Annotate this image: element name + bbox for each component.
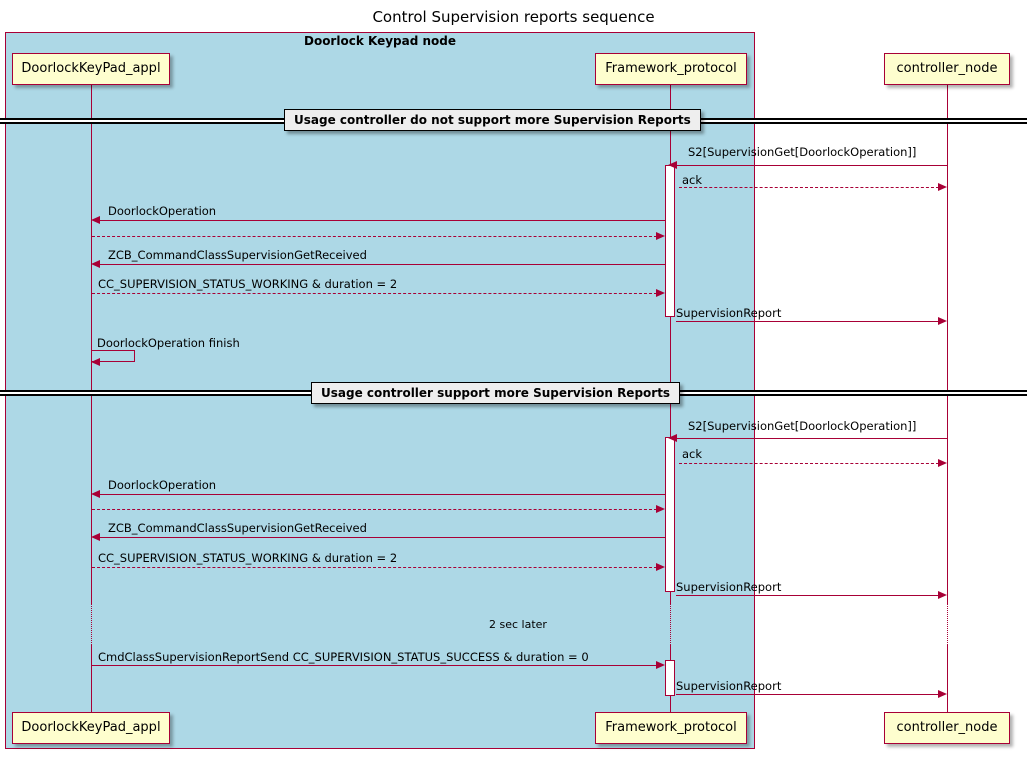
participant-framework-protocol-bottom[interactable]: Framework_protocol <box>595 712 747 744</box>
arrow-head-m13 <box>91 533 100 541</box>
self-message-loop-m8 <box>91 350 135 362</box>
divider-label-2: Usage controller support more Supervisio… <box>311 382 681 404</box>
lifeline-appl-delay <box>91 603 92 645</box>
arrow-head-m6 <box>656 289 665 297</box>
lifeline-ctrl-delay <box>947 603 948 645</box>
message-label-m13: ZCB_CommandClassSupervisionGetReceived <box>108 521 367 535</box>
activation-bar-fw-2 <box>665 437 675 592</box>
message-label-m7: SupervisionReport <box>676 306 782 320</box>
message-label-m9: S2[SupervisionGet[DoorlockOperation]] <box>688 419 917 433</box>
message-line-m4 <box>92 236 657 237</box>
lifeline-ctrl <box>947 85 948 603</box>
lifeline-appl <box>91 85 92 603</box>
arrow-head-m3 <box>91 216 100 224</box>
message-label-m2: ack <box>682 173 703 187</box>
message-line-m6 <box>92 293 657 294</box>
message-line-m17 <box>676 694 939 695</box>
message-label-m6: CC_SUPERVISION_STATUS_WORKING & duration… <box>98 277 398 291</box>
message-line-m5 <box>98 264 665 265</box>
lifeline-ctrl-lower <box>947 645 948 712</box>
arrow-head-m4 <box>656 232 665 240</box>
lifeline-fw <box>670 85 671 603</box>
message-line-m14 <box>92 567 657 568</box>
participant-framework-protocol-top[interactable]: Framework_protocol <box>595 53 747 85</box>
participant-controller-node-bottom[interactable]: controller_node <box>884 712 1010 744</box>
arrow-head-m9 <box>668 434 677 442</box>
message-line-m1 <box>675 165 947 166</box>
message-line-m3 <box>98 220 665 221</box>
arrow-head-m7 <box>938 317 947 325</box>
message-line-m12 <box>92 509 657 510</box>
message-line-m2 <box>679 187 939 188</box>
arrow-head-m2 <box>938 183 947 191</box>
message-label-m10: ack <box>682 447 703 461</box>
participant-doorlockkeypad-appl-bottom[interactable]: DoorlockKeyPad_appl <box>12 712 170 744</box>
message-line-m9 <box>675 438 947 439</box>
message-label-m1: S2[SupervisionGet[DoorlockOperation]] <box>688 145 917 159</box>
lifeline-appl-lower <box>91 645 92 712</box>
arrow-head-m1 <box>668 161 677 169</box>
message-line-m15 <box>676 595 939 596</box>
message-label-m16: CmdClassSupervisionReportSend CC_SUPERVI… <box>98 650 589 664</box>
activation-bar-fw-3 <box>665 660 675 696</box>
message-label-m15: SupervisionReport <box>676 580 782 594</box>
message-label-m11: DoorlockOperation <box>108 478 217 492</box>
activation-bar-fw-1 <box>665 165 675 317</box>
message-label-m8: DoorlockOperation finish <box>97 336 240 350</box>
arrow-head-m11 <box>91 490 100 498</box>
message-label-m14: CC_SUPERVISION_STATUS_WORKING & duration… <box>98 551 398 565</box>
arrow-head-m5 <box>91 260 100 268</box>
message-line-m11 <box>98 494 665 495</box>
delay-label: 2 sec later <box>489 618 547 631</box>
participant-controller-node-top[interactable]: controller_node <box>884 53 1010 85</box>
participant-doorlockkeypad-appl-top[interactable]: DoorlockKeyPad_appl <box>12 53 170 85</box>
message-line-m10 <box>679 463 939 464</box>
arrow-head-m14 <box>656 563 665 571</box>
divider-label-1: Usage controller do not support more Sup… <box>284 109 701 131</box>
lifeline-fw-delay <box>670 603 671 645</box>
arrow-head-m16 <box>656 661 665 669</box>
message-label-m17: SupervisionReport <box>676 679 782 693</box>
arrow-head-m10 <box>938 459 947 467</box>
arrow-head-m8 <box>91 358 100 366</box>
message-line-m7 <box>676 321 939 322</box>
group-title: Doorlock Keypad node <box>303 34 456 48</box>
arrow-head-m17 <box>938 690 947 698</box>
message-label-m5: ZCB_CommandClassSupervisionGetReceived <box>108 248 367 262</box>
arrow-head-m15 <box>938 591 947 599</box>
message-label-m3: DoorlockOperation <box>108 204 217 218</box>
diagram-title: Control Supervision reports sequence <box>372 8 655 26</box>
message-line-m16 <box>92 665 657 666</box>
arrow-head-m12 <box>656 505 665 513</box>
message-line-m13 <box>98 537 665 538</box>
